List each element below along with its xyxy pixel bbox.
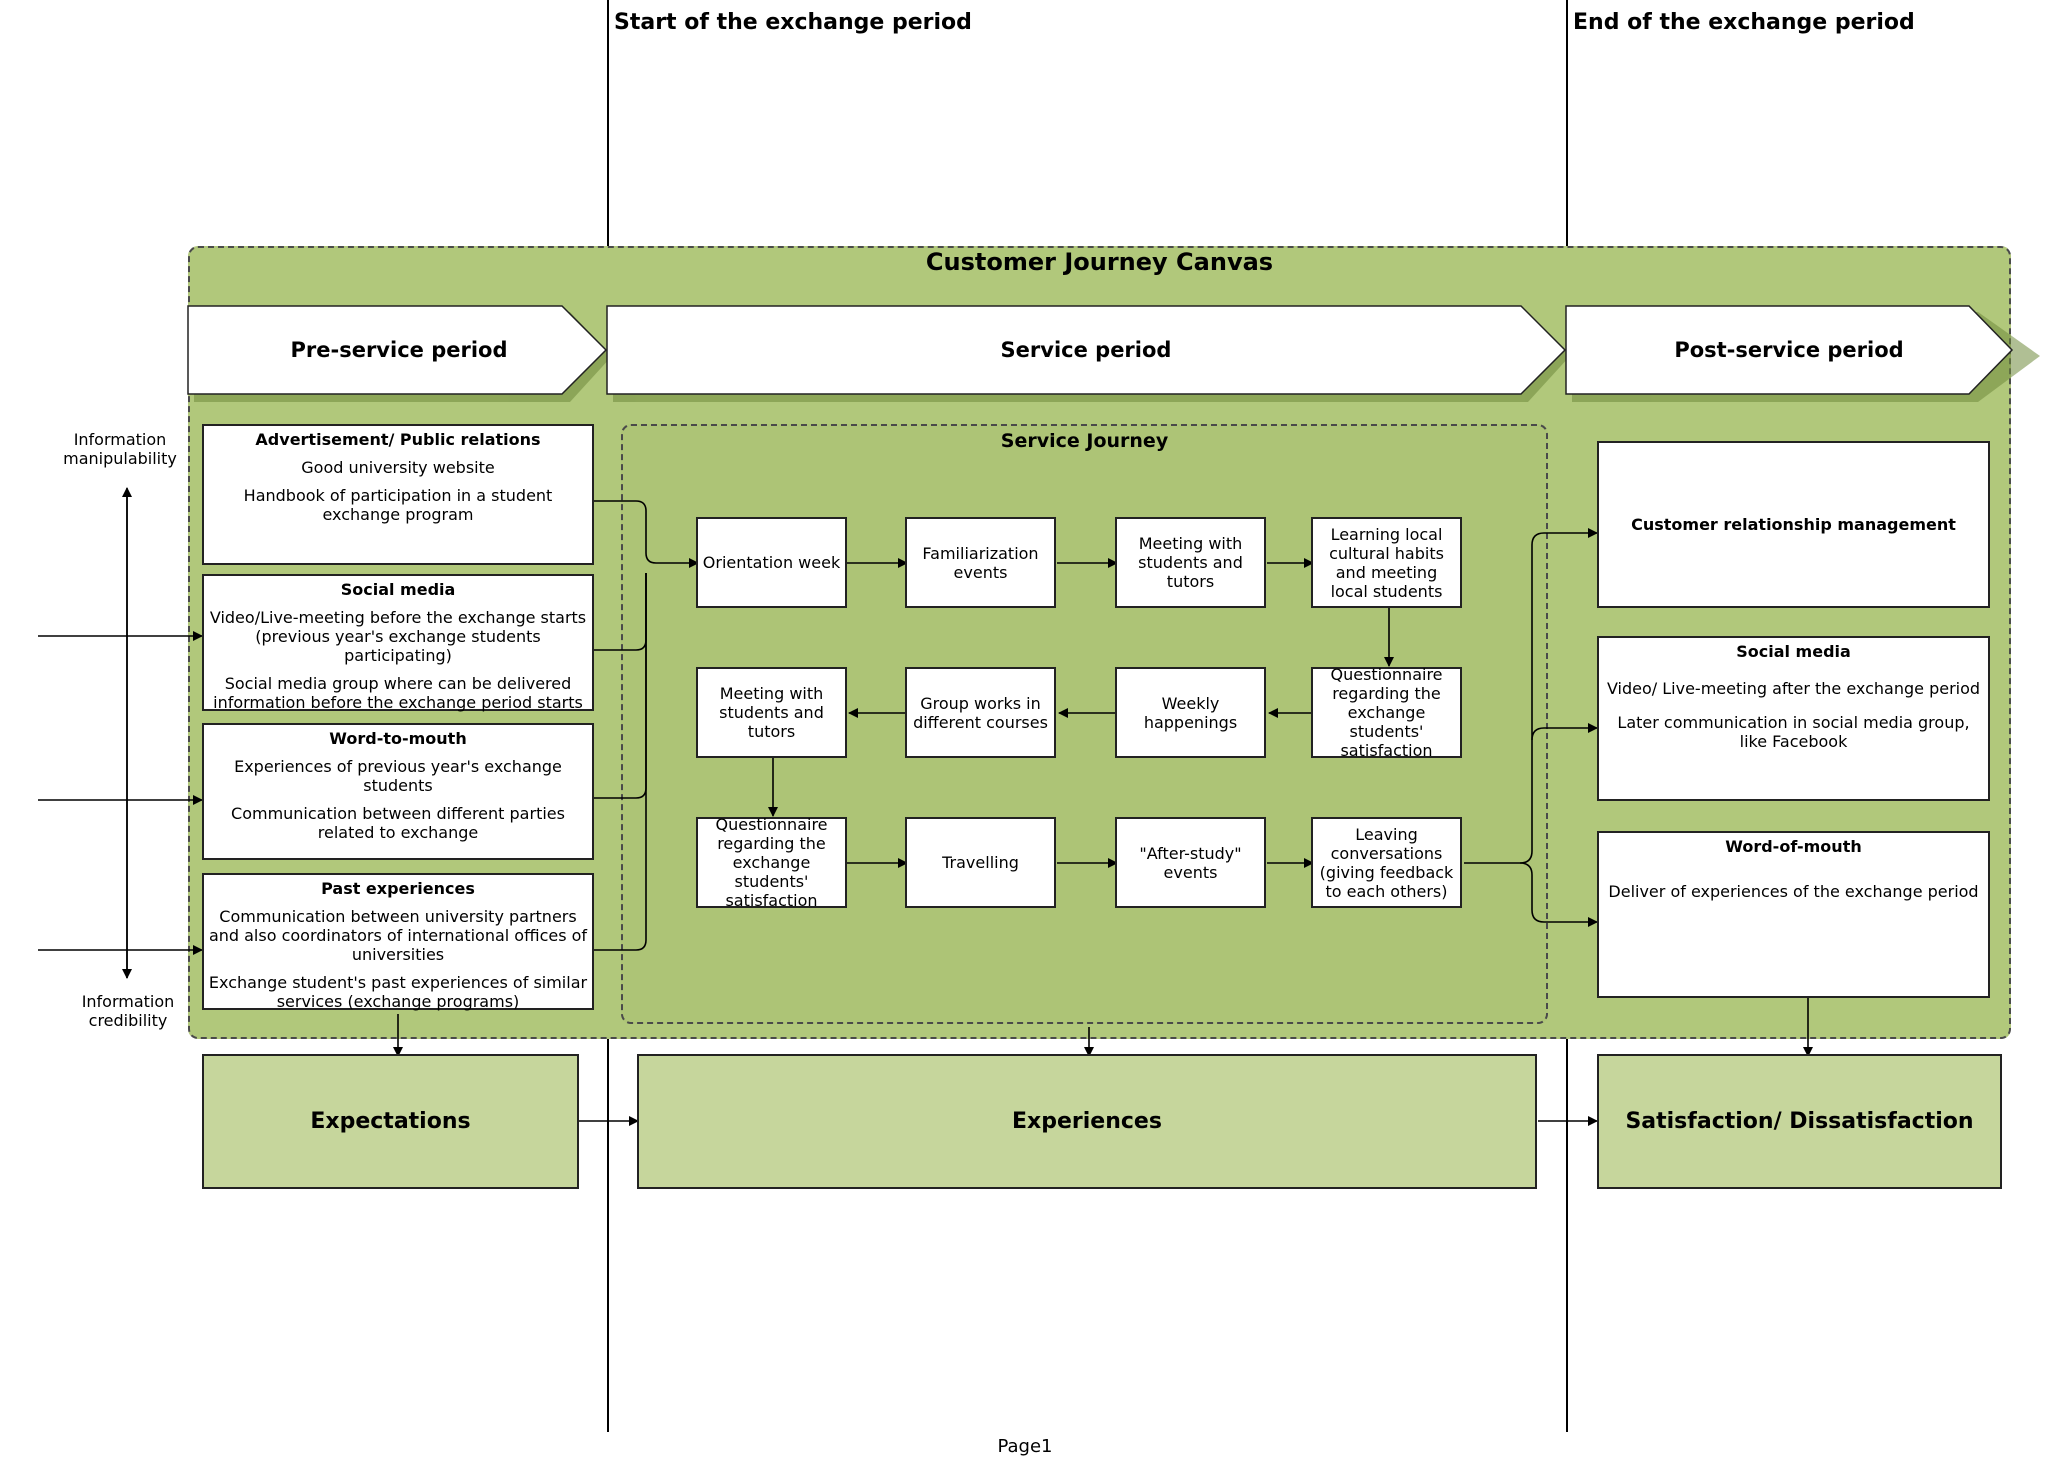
service-journey-title: Service Journey [1000,430,1169,452]
start-phase-label: Start of the exchange period [614,10,972,35]
pre-box-social-media: Social media Video/Live-meeting before t… [202,574,594,712]
pre-box-word-to-mouth: Word-to-mouth Experiences of previous ye… [202,723,594,860]
pre-box-title: Word-to-mouth [329,729,467,748]
pre-service-chevron [187,305,608,395]
axis-label-manipulability: Information manipulability [63,430,177,468]
pre-box-line: Handbook of participation in a student e… [243,486,553,524]
pre-box-advertisement: Advertisement/ Public relations Good uni… [202,424,594,565]
post-box-title: Customer relationship management [1631,515,1956,534]
service-label: Service period [1000,338,1172,362]
pre-box-line: Exchange student's past experiences of s… [208,973,588,1011]
journey-step: Group works in different courses [905,667,1056,758]
journey-step: Meeting with students and tutors [1115,517,1266,608]
page-number: Page1 [997,1436,1053,1457]
end-phase-label: End of the exchange period [1573,10,1915,35]
canvas-title: Customer Journey Canvas [925,248,1274,276]
journey-step: Questionnaire regarding the exchange stu… [696,815,847,910]
journey-step: Travelling [905,817,1056,908]
journey-step: Meeting with students and tutors [696,667,847,758]
post-box-line: Later communication in social media grou… [1617,713,1970,751]
post-box-social-media: Social media Video/ Live-meeting after t… [1597,636,1990,801]
service-chevron [606,305,1567,395]
experiences-box: Experiences [637,1054,1537,1189]
pre-box-title: Social media [340,580,456,599]
pre-box-line: Communication between different parties … [231,804,565,842]
post-box-crm: Customer relationship management [1597,441,1990,608]
post-service-label: Post-service period [1674,338,1904,362]
expectations-box: Expectations [202,1054,579,1189]
pre-box-line: Social media group where can be delivere… [213,674,583,712]
journey-step: Familiarization events [905,517,1056,608]
post-service-chevron [1565,305,2014,395]
pre-box-title: Past experiences [321,879,475,898]
pre-box-past-experiences: Past experiences Communication between u… [202,873,594,1011]
journey-step: Weekly happenings [1115,667,1266,758]
post-box-title: Word-of-mouth [1725,837,1862,856]
pre-service-label: Pre-service period [290,338,508,362]
journey-step: Leaving conversations (giving feedback t… [1311,817,1462,908]
axis-label-credibility: Information credibility [81,992,175,1030]
pre-box-line: Communication between university partner… [208,907,588,964]
pre-box-line: Video/Live-meeting before the exchange s… [209,608,587,665]
journey-step: "After-study" events [1115,817,1266,908]
satisfaction-box: Satisfaction/ Dissatisfaction [1597,1054,2002,1189]
pre-box-title: Advertisement/ Public relations [255,430,541,449]
journey-step: Questionnaire regarding the exchange stu… [1311,665,1462,760]
period-chevrons [187,305,2040,402]
pre-box-line: Experiences of previous year's exchange … [234,757,562,795]
post-box-line: Video/ Live-meeting after the exchange p… [1606,679,1981,698]
pre-box-line: Good university website [301,458,495,477]
post-box-line: Deliver of experiences of the exchange p… [1608,882,1979,901]
journey-step: Orientation week [696,517,847,608]
journey-step: Learning local cultural habits and meeti… [1311,517,1462,608]
post-box-title: Social media [1736,642,1851,661]
post-box-word-of-mouth: Word-of-mouth Deliver of experiences of … [1597,831,1990,998]
